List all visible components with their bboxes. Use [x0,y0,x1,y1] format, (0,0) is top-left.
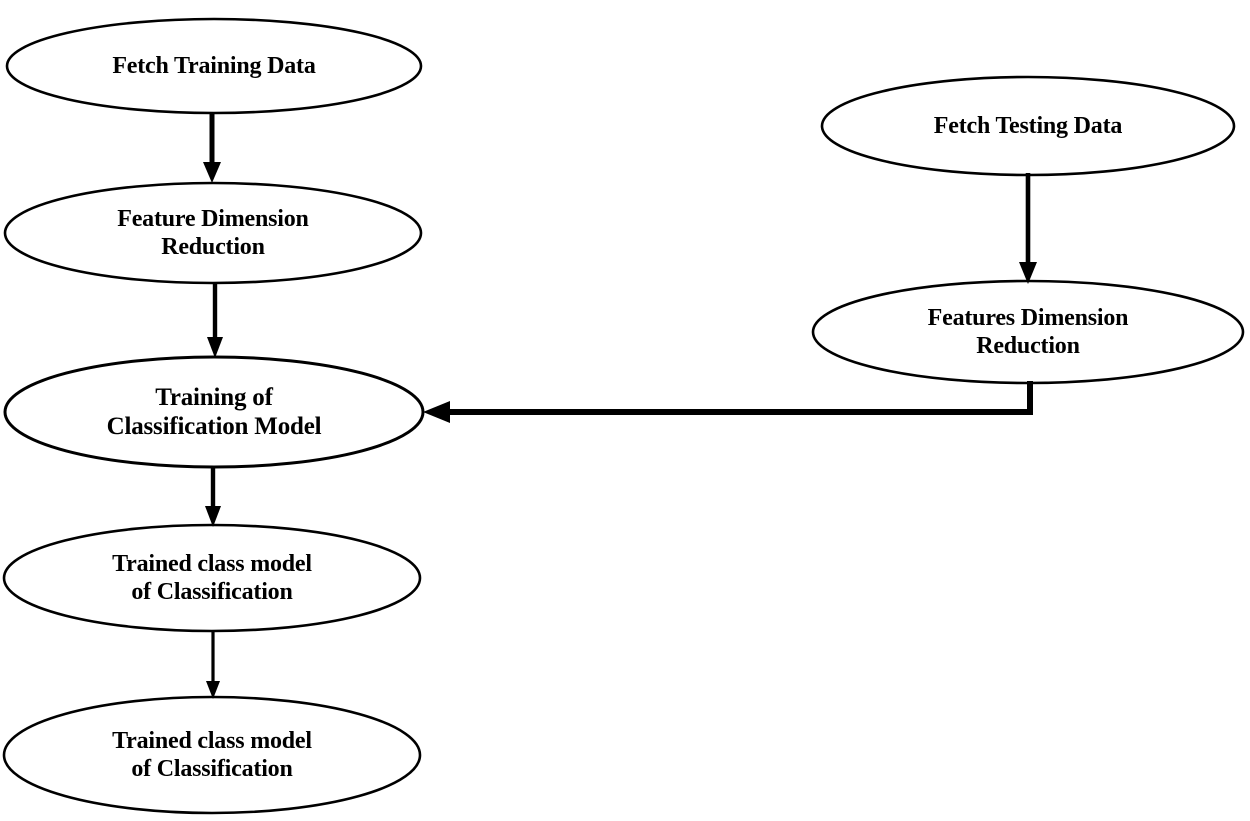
node-shape-trained-class-model-of-classification-1[interactable] [2,523,422,633]
arrowhead-down-icon [205,506,221,527]
arrowhead-down-icon [1019,262,1037,284]
arrowhead-down-icon [206,681,220,699]
edge-features-reduction-to-training-model [423,381,1033,423]
edge-connectors [203,114,1037,699]
edge-fetch-training-to-feature-reduction [203,114,221,183]
edge-line [436,381,1033,415]
arrowhead-down-icon [207,337,223,358]
node-shape-feature-dimension-reduction[interactable] [3,181,423,285]
node-shapes [2,17,1245,815]
node-shape-fetch-testing-data[interactable] [820,75,1236,177]
arrowhead-left-icon [423,401,450,423]
node-shape-fetch-training-data[interactable] [5,17,423,115]
edge-fetch-testing-to-features-reduction [1019,173,1037,284]
edge-training-model-to-trained-class-1 [205,466,221,527]
edge-trained-class-1-to-trained-class-2 [206,630,220,699]
arrowhead-down-icon [203,162,221,183]
node-shape-features-dimension-reduction[interactable] [811,279,1245,385]
node-shape-training-of-classification-model[interactable] [3,355,425,469]
node-shape-trained-class-model-of-classification-2[interactable] [2,695,422,815]
edge-feature-reduction-to-training-model [207,284,223,358]
